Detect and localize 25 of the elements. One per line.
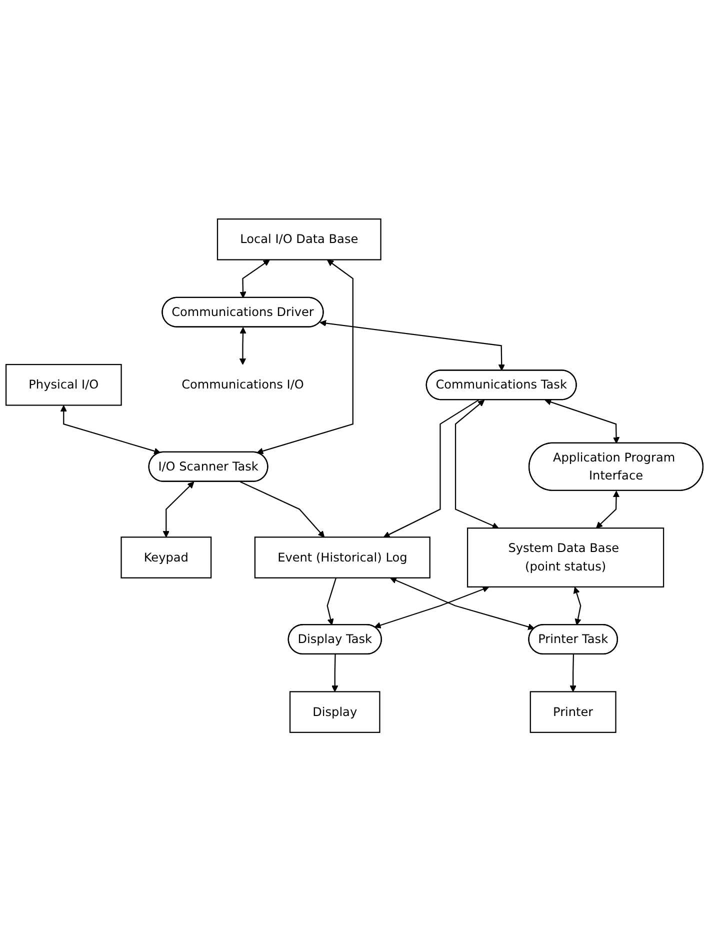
arrow xyxy=(596,490,620,528)
node-box: Printer xyxy=(530,690,616,733)
arrow xyxy=(332,654,338,692)
arrow xyxy=(390,577,535,630)
node-box: Display xyxy=(289,690,380,733)
arrow xyxy=(454,400,499,529)
arrow xyxy=(320,320,505,371)
node-box: Physical I/O xyxy=(5,364,122,406)
arrow xyxy=(326,577,337,626)
node-box: Local I/O Data Base xyxy=(216,218,382,260)
arrow xyxy=(60,405,161,454)
arrow xyxy=(374,586,490,628)
arrow xyxy=(239,326,246,365)
arrow xyxy=(544,398,620,444)
arrow xyxy=(240,259,270,298)
node-box: System Data Base (point status) xyxy=(466,527,664,588)
arrow xyxy=(162,481,194,538)
arrow xyxy=(570,654,576,692)
node-box: Keypad xyxy=(120,536,212,578)
arrow xyxy=(383,399,480,538)
arrow xyxy=(256,259,354,454)
node-box: Event (Historical) Log xyxy=(254,536,430,578)
node-text: Communications I/O xyxy=(182,377,304,392)
arrow xyxy=(240,481,325,538)
arrow xyxy=(573,586,582,626)
